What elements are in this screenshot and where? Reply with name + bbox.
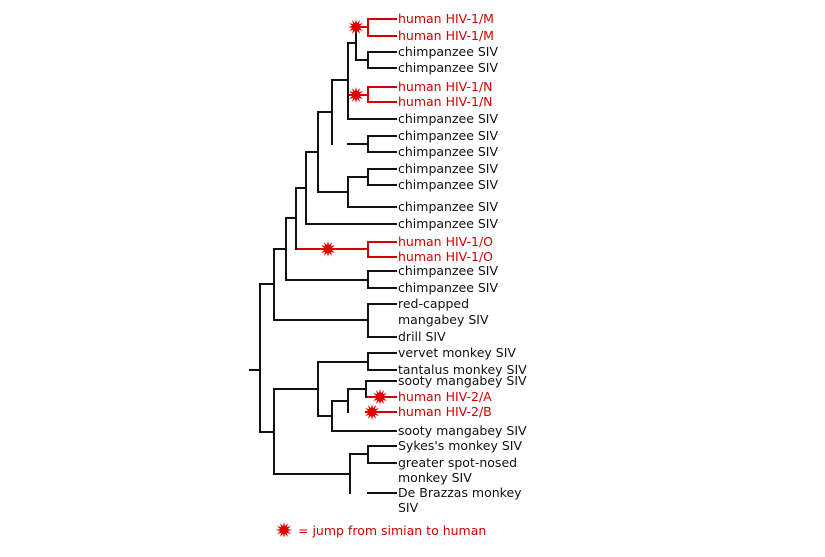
- red-starburst-icon: [364, 404, 380, 420]
- taxon-label: chimpanzee SIV: [398, 111, 499, 126]
- red-starburst-icon: [348, 87, 364, 103]
- taxon-label: monkey SIV: [398, 470, 472, 485]
- taxon-label: human HIV-1/M: [398, 28, 494, 43]
- taxon-label: chimpanzee SIV: [398, 161, 499, 176]
- taxon-label: chimpanzee SIV: [398, 144, 499, 159]
- taxon-label: SIV: [398, 500, 419, 515]
- taxon-label: chimpanzee SIV: [398, 128, 499, 143]
- red-starburst-icon: [276, 522, 292, 538]
- taxon-label: sooty mangabey SIV: [398, 423, 527, 438]
- taxon-label: chimpanzee SIV: [398, 60, 499, 75]
- taxon-label: De Brazzas monkey: [398, 485, 522, 500]
- taxon-label: human HIV-1/M: [398, 11, 494, 26]
- taxon-label: mangabey SIV: [398, 312, 489, 327]
- taxon-label: human HIV-1/O: [398, 249, 493, 264]
- taxon-label: greater spot-nosed: [398, 455, 518, 470]
- taxon-label: chimpanzee SIV: [398, 199, 499, 214]
- red-starburst-icon: [348, 19, 364, 35]
- red-starburst-icon: [320, 241, 336, 257]
- taxon-label: drill SIV: [398, 329, 446, 344]
- taxon-label: human HIV-1/N: [398, 79, 493, 94]
- taxon-label: vervet monkey SIV: [398, 345, 516, 360]
- taxon-label: chimpanzee SIV: [398, 263, 499, 278]
- legend: = jump from simian to human: [274, 521, 486, 539]
- taxon-label: chimpanzee SIV: [398, 280, 499, 295]
- red-starburst-icon: [372, 389, 388, 405]
- taxon-label: tantalus monkey SIV: [398, 362, 527, 377]
- taxon-label: human HIV-1/O: [398, 234, 493, 249]
- taxon-label: chimpanzee SIV: [398, 177, 499, 192]
- taxon-label: human HIV-1/N: [398, 94, 493, 109]
- taxon-label: Sykes's monkey SIV: [398, 438, 523, 453]
- taxon-label: human HIV-2/A: [398, 389, 492, 404]
- taxon-label: red-capped: [398, 296, 470, 311]
- taxon-label: sooty mangabey SIV: [398, 373, 527, 388]
- taxon-label: chimpanzee SIV: [398, 216, 499, 231]
- taxon-label: chimpanzee SIV: [398, 44, 499, 59]
- legend-text: = jump from simian to human: [298, 522, 487, 538]
- taxon-label: human HIV-2/B: [398, 404, 492, 419]
